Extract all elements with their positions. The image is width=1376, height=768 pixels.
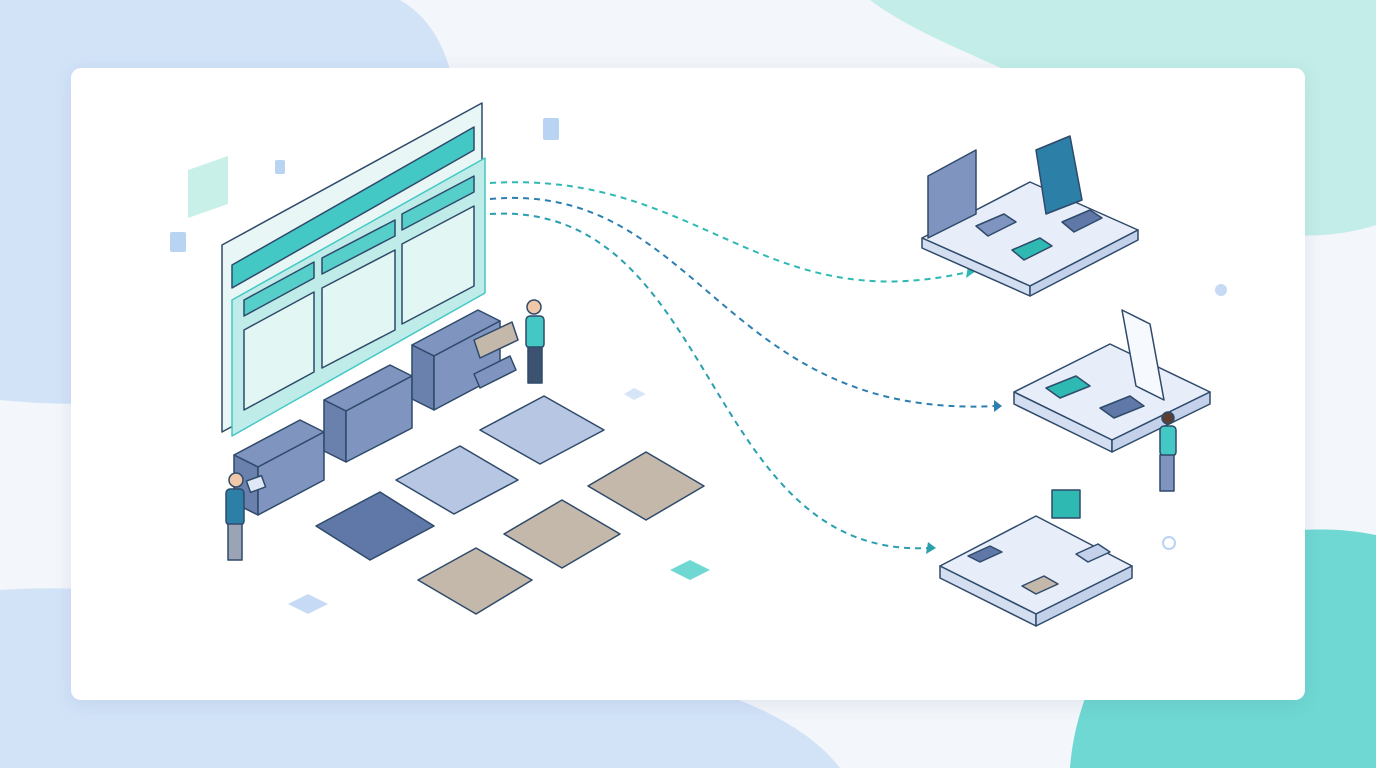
decor-tile bbox=[288, 594, 328, 614]
dashboard-screen bbox=[221, 102, 486, 437]
decor-square bbox=[275, 160, 285, 174]
decor-ring bbox=[1162, 536, 1176, 550]
person-carrying-box bbox=[473, 299, 545, 389]
arrowhead bbox=[994, 400, 1002, 412]
decor-square bbox=[543, 118, 559, 140]
decor-tile bbox=[624, 388, 646, 400]
decor-square bbox=[170, 232, 186, 252]
dashed-arrows bbox=[489, 181, 997, 550]
decor-dot bbox=[1215, 284, 1227, 296]
knowledge-platform bbox=[921, 135, 1139, 297]
server-blocks bbox=[233, 309, 501, 516]
arrowhead bbox=[926, 542, 936, 554]
decor-tile bbox=[670, 560, 710, 580]
person-with-tablet bbox=[225, 472, 267, 561]
tile-grid bbox=[315, 395, 705, 615]
network-platform bbox=[939, 489, 1133, 627]
analytics-platform bbox=[1013, 309, 1211, 492]
decor-square bbox=[188, 156, 228, 218]
